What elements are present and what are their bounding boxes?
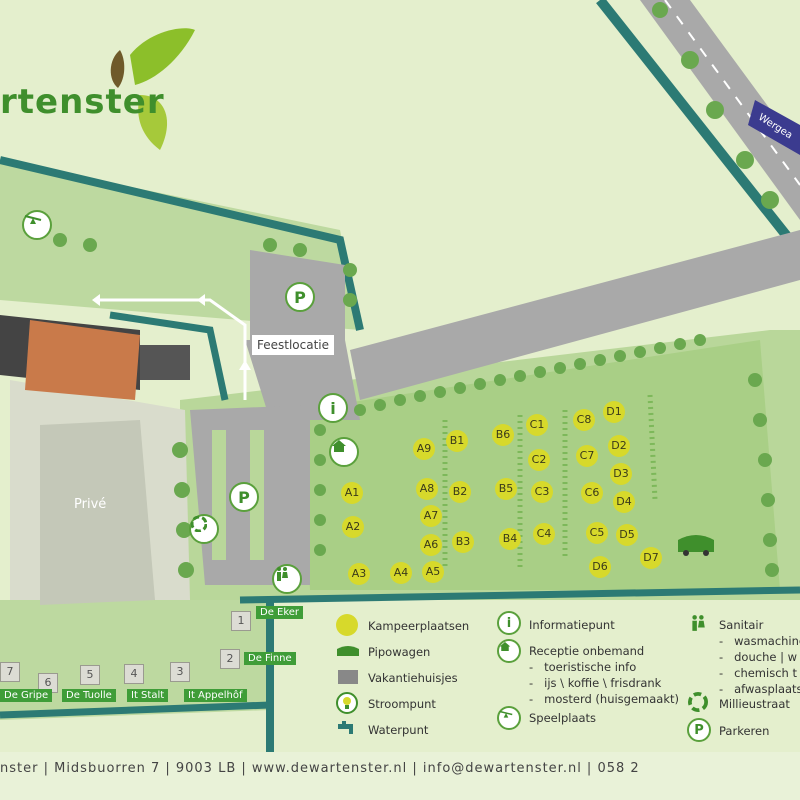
reception-house-icon — [329, 437, 359, 467]
pitch-C2[interactable]: C2 — [528, 449, 550, 471]
legend-vakantiehuisjes: Vakantiehuisjes — [368, 671, 458, 685]
legend-informatiepunt: Informatiepunt — [529, 618, 615, 632]
pitch-A3[interactable]: A3 — [348, 563, 370, 585]
pitch-A6[interactable]: A6 — [420, 534, 442, 556]
house-number-4[interactable]: 4 — [124, 664, 144, 684]
legend-sanitair: Sanitair — [719, 618, 764, 632]
pitch-D1[interactable]: D1 — [603, 401, 625, 423]
pitch-A5[interactable]: A5 — [422, 561, 444, 583]
legend-sanitair-item-4: - afwasplaats — [719, 682, 800, 696]
pitch-B4[interactable]: B4 — [499, 528, 521, 550]
legend-receptie-item-2: - ijs \ koffie \ frisdrank — [529, 676, 662, 690]
milieustraat-recycle-icon — [189, 514, 219, 544]
legend-receptie-house-icon — [497, 639, 521, 663]
pitch-D4[interactable]: D4 — [613, 491, 635, 513]
house-name-de-gripe: De Gripe — [0, 689, 53, 702]
legend-receptie-item-3: - mosterd (huisgemaakt) — [529, 692, 679, 706]
pitch-A1[interactable]: A1 — [341, 482, 363, 504]
legend-vakantiehuisjes-icon — [338, 670, 358, 684]
legend-speelplaats: Speelplaats — [529, 711, 597, 725]
legend-milieustraat: Millieustraat — [719, 697, 790, 711]
pitch-D5[interactable]: D5 — [616, 524, 638, 546]
pitch-C3[interactable]: C3 — [531, 481, 553, 503]
legend-kampeerplaatsen-swatch — [336, 614, 358, 636]
pitch-B3[interactable]: B3 — [452, 531, 474, 553]
house-number-2[interactable]: 2 — [220, 649, 240, 669]
house-name-de-tuolle: De Tuolle — [62, 689, 116, 702]
speelplaats-seesaw-icon — [22, 210, 52, 240]
house-name-de-finne: De Finne — [244, 652, 296, 665]
logo-text: rtenster — [0, 82, 165, 122]
footer-contact-text: nster | Midsbuorren 7 | 9003 LB | www.de… — [0, 761, 640, 776]
legend-stroompunt: Stroompunt — [368, 697, 436, 711]
pitch-D7[interactable]: D7 — [640, 547, 662, 569]
prive-label: Privé — [74, 497, 107, 512]
legend-sanitair-item-1: - wasmachine — [719, 634, 800, 648]
pitch-B1[interactable]: B1 — [446, 430, 468, 452]
house-name-it-appelhof: It Appelhôf — [184, 689, 247, 702]
pitch-B2[interactable]: B2 — [449, 481, 471, 503]
footer-contact-bar: nster | Midsbuorren 7 | 9003 LB | www.de… — [0, 754, 800, 800]
legend-parking-icon: P — [687, 718, 711, 742]
legend-parkeren: Parkeren — [719, 724, 770, 738]
pitch-C7[interactable]: C7 — [576, 445, 598, 467]
legend-kampeerplaatsen: Kampeerplaatsen — [368, 619, 470, 633]
pitch-C5[interactable]: C5 — [586, 522, 608, 544]
house-number-7[interactable]: 7 — [0, 662, 20, 682]
pitch-C6[interactable]: C6 — [581, 482, 603, 504]
house-number-5[interactable]: 5 — [80, 665, 100, 685]
house-name-it-stalt: It Stalt — [127, 689, 169, 702]
parking-marker-lower: P — [229, 482, 259, 512]
pitch-A9[interactable]: A9 — [413, 438, 435, 460]
house-name-de-eker: De Eker — [256, 606, 304, 619]
pitch-A2[interactable]: A2 — [342, 516, 364, 538]
pitch-C4[interactable]: C4 — [533, 523, 555, 545]
legend-waterpunt: Waterpunt — [368, 723, 429, 737]
parking-marker-top: P — [285, 282, 315, 312]
legend-speelplaats-seesaw-icon — [497, 706, 521, 730]
feestlocatie-label: Feestlocatie — [252, 335, 335, 355]
legend-info-icon: i — [497, 611, 521, 635]
legend-receptie: Receptie onbemand — [529, 644, 645, 658]
pitch-D6[interactable]: D6 — [589, 556, 611, 578]
pitch-A8[interactable]: A8 — [416, 478, 438, 500]
sanitair-toilet-icon — [272, 564, 302, 594]
pitch-D3[interactable]: D3 — [610, 463, 632, 485]
legend-receptie-item-1: - toeristische info — [529, 660, 637, 674]
pitch-B5[interactable]: B5 — [495, 478, 517, 500]
pitch-A4[interactable]: A4 — [390, 562, 412, 584]
info-marker: i — [318, 393, 348, 423]
pitch-C8[interactable]: C8 — [573, 409, 595, 431]
house-number-3[interactable]: 3 — [170, 662, 190, 682]
pitch-D2[interactable]: D2 — [608, 435, 630, 457]
pitch-B6[interactable]: B6 — [492, 424, 514, 446]
legend-sanitair-item-3: - chemisch t — [719, 666, 797, 680]
house-number-1[interactable]: 1 — [231, 611, 251, 631]
legend-pipowagen: Pipowagen — [368, 645, 431, 659]
pitch-A7[interactable]: A7 — [420, 505, 442, 527]
legend-sanitair-item-2: - douche | w — [719, 650, 798, 664]
pitch-C1[interactable]: C1 — [526, 414, 548, 436]
